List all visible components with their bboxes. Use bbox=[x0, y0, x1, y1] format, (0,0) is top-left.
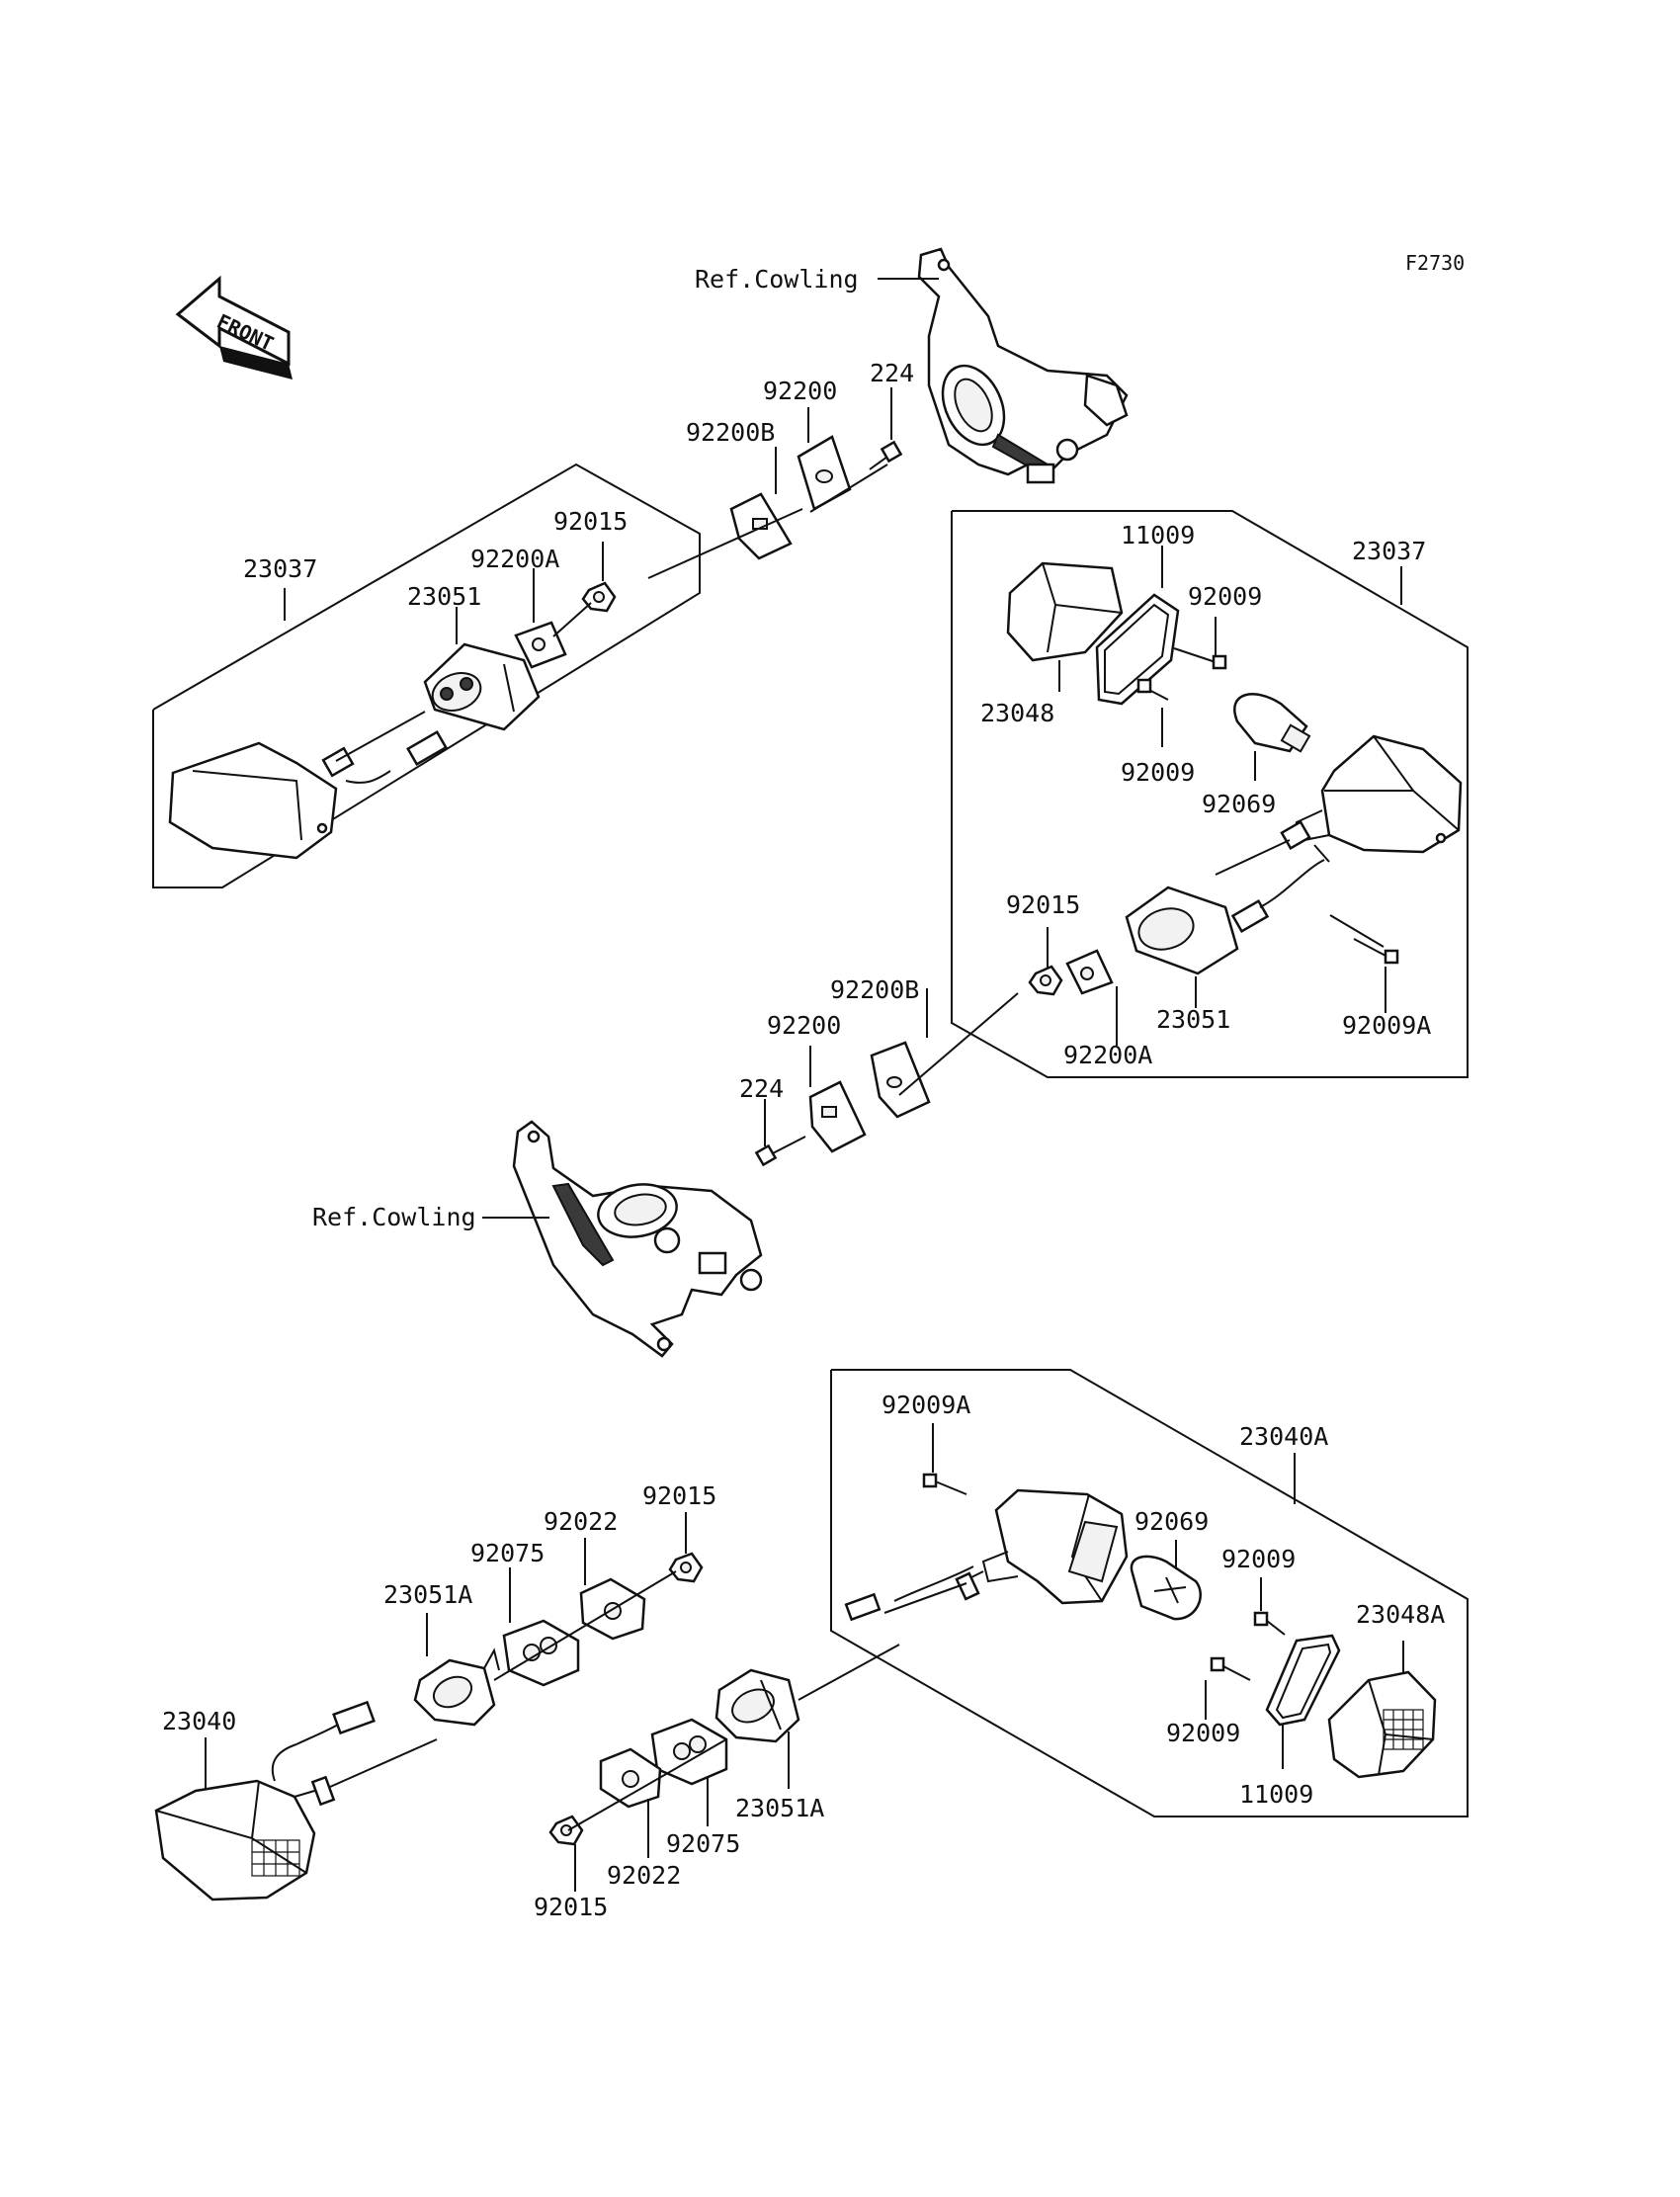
part-label: 92009A bbox=[1342, 1011, 1431, 1040]
bottom-right-bulb-92069 bbox=[1130, 1555, 1202, 1621]
part-label: 92015 bbox=[1006, 890, 1080, 919]
part-label: 11009 bbox=[1121, 521, 1195, 549]
part-label: 23051 bbox=[1156, 1005, 1230, 1034]
part-label: 23040 bbox=[162, 1707, 236, 1735]
bottom-left-nut-92015-upper bbox=[668, 1552, 704, 1583]
bottom-left-nut-92015-lower bbox=[548, 1815, 584, 1846]
part-label: 92200A bbox=[470, 545, 559, 573]
part-label: 92022 bbox=[544, 1507, 618, 1536]
part-label: 92009A bbox=[882, 1391, 970, 1419]
part-label: 23051A bbox=[735, 1794, 824, 1822]
part-number-labels: 23037 23051 92200A 92015 92200B 92200 22… bbox=[162, 359, 1445, 1921]
part-label: 23037 bbox=[1352, 537, 1426, 565]
part-label: 224 bbox=[739, 1074, 784, 1103]
part-label: 23051A bbox=[383, 1580, 472, 1609]
ref-label-upper: Ref.Cowling bbox=[695, 265, 859, 294]
part-label: 92200 bbox=[763, 377, 837, 405]
bottom-right-screw-92009-b bbox=[1210, 1656, 1251, 1681]
part-label: 224 bbox=[870, 359, 914, 387]
bottom-left-grommet-23051A-upper bbox=[413, 1648, 500, 1727]
top-right-gasket-11009 bbox=[1095, 593, 1180, 706]
part-label: 23040A bbox=[1239, 1422, 1328, 1451]
assembly-outline-top-left bbox=[152, 463, 701, 888]
top-left-grommet-23051 bbox=[423, 642, 541, 731]
part-label: 23048A bbox=[1356, 1600, 1445, 1629]
lower-cowling-bracket bbox=[512, 1120, 763, 1358]
part-label: 92015 bbox=[534, 1893, 608, 1921]
top-left-washer-92200A bbox=[514, 621, 567, 669]
bottom-right-screw-92009-a bbox=[1253, 1611, 1286, 1636]
part-label: 92200 bbox=[767, 1011, 841, 1040]
bottom-right-screw-92009A bbox=[922, 1473, 967, 1495]
part-label: 92009 bbox=[1166, 1719, 1240, 1747]
part-label: 92200A bbox=[1063, 1041, 1152, 1069]
bottom-left-grommet-23051A-lower bbox=[714, 1668, 800, 1743]
bottom-left-spacer-92075-lower bbox=[650, 1718, 728, 1786]
screw-icon bbox=[869, 440, 903, 470]
ref-label-lower: Ref.Cowling bbox=[312, 1203, 476, 1231]
lower-mount-plates bbox=[754, 1041, 931, 1167]
top-right-screw-92009-b bbox=[1136, 678, 1169, 701]
part-label: 92075 bbox=[470, 1539, 545, 1567]
part-label: 11009 bbox=[1239, 1780, 1313, 1809]
top-right-grommet-23051 bbox=[1125, 886, 1239, 975]
part-label: 92009 bbox=[1188, 582, 1262, 611]
part-label: 92075 bbox=[666, 1829, 740, 1858]
bottom-right-turn-signal bbox=[844, 1488, 1129, 1622]
part-label: 23037 bbox=[243, 554, 317, 583]
bottom-left-washer-92022-lower bbox=[599, 1747, 662, 1809]
upper-cowling-bracket bbox=[917, 247, 1129, 484]
top-right-turn-signal bbox=[1215, 734, 1463, 934]
part-label: 92022 bbox=[607, 1861, 681, 1890]
part-label: 92200B bbox=[830, 975, 919, 1004]
top-right-screw-92009A bbox=[1353, 938, 1399, 965]
top-left-turn-signal bbox=[168, 711, 448, 860]
part-label: 92069 bbox=[1134, 1507, 1209, 1536]
top-right-bulb-92069 bbox=[1233, 693, 1311, 753]
top-right-nut-92015 bbox=[1028, 965, 1063, 996]
bottom-left-turn-signal-23040 bbox=[154, 1700, 438, 1901]
part-label: 92069 bbox=[1202, 790, 1276, 818]
bottom-right-lens-23048A bbox=[1327, 1670, 1437, 1779]
screw-icon-lower bbox=[754, 1136, 806, 1167]
bottom-right-gasket-11009 bbox=[1265, 1634, 1341, 1727]
assembly-outline-top-right bbox=[951, 510, 1469, 1078]
part-label: 23051 bbox=[407, 582, 481, 611]
part-label: 92015 bbox=[642, 1481, 716, 1510]
part-label: 92200B bbox=[686, 418, 775, 447]
figure-code: F2730 bbox=[1405, 251, 1465, 275]
assembly-outline-bottom-right bbox=[830, 1369, 1469, 1817]
top-right-lens-23048 bbox=[1006, 561, 1124, 662]
top-right-washer-92200A bbox=[1065, 949, 1114, 995]
part-label: 92009 bbox=[1121, 758, 1195, 787]
part-label: 23048 bbox=[980, 699, 1054, 727]
front-arrow-icon: FRONT bbox=[175, 275, 293, 380]
part-label: 92015 bbox=[553, 507, 628, 536]
part-label: 92009 bbox=[1221, 1545, 1296, 1573]
top-right-screw-92009-a bbox=[1173, 647, 1227, 670]
upper-mount-plates bbox=[729, 435, 903, 560]
